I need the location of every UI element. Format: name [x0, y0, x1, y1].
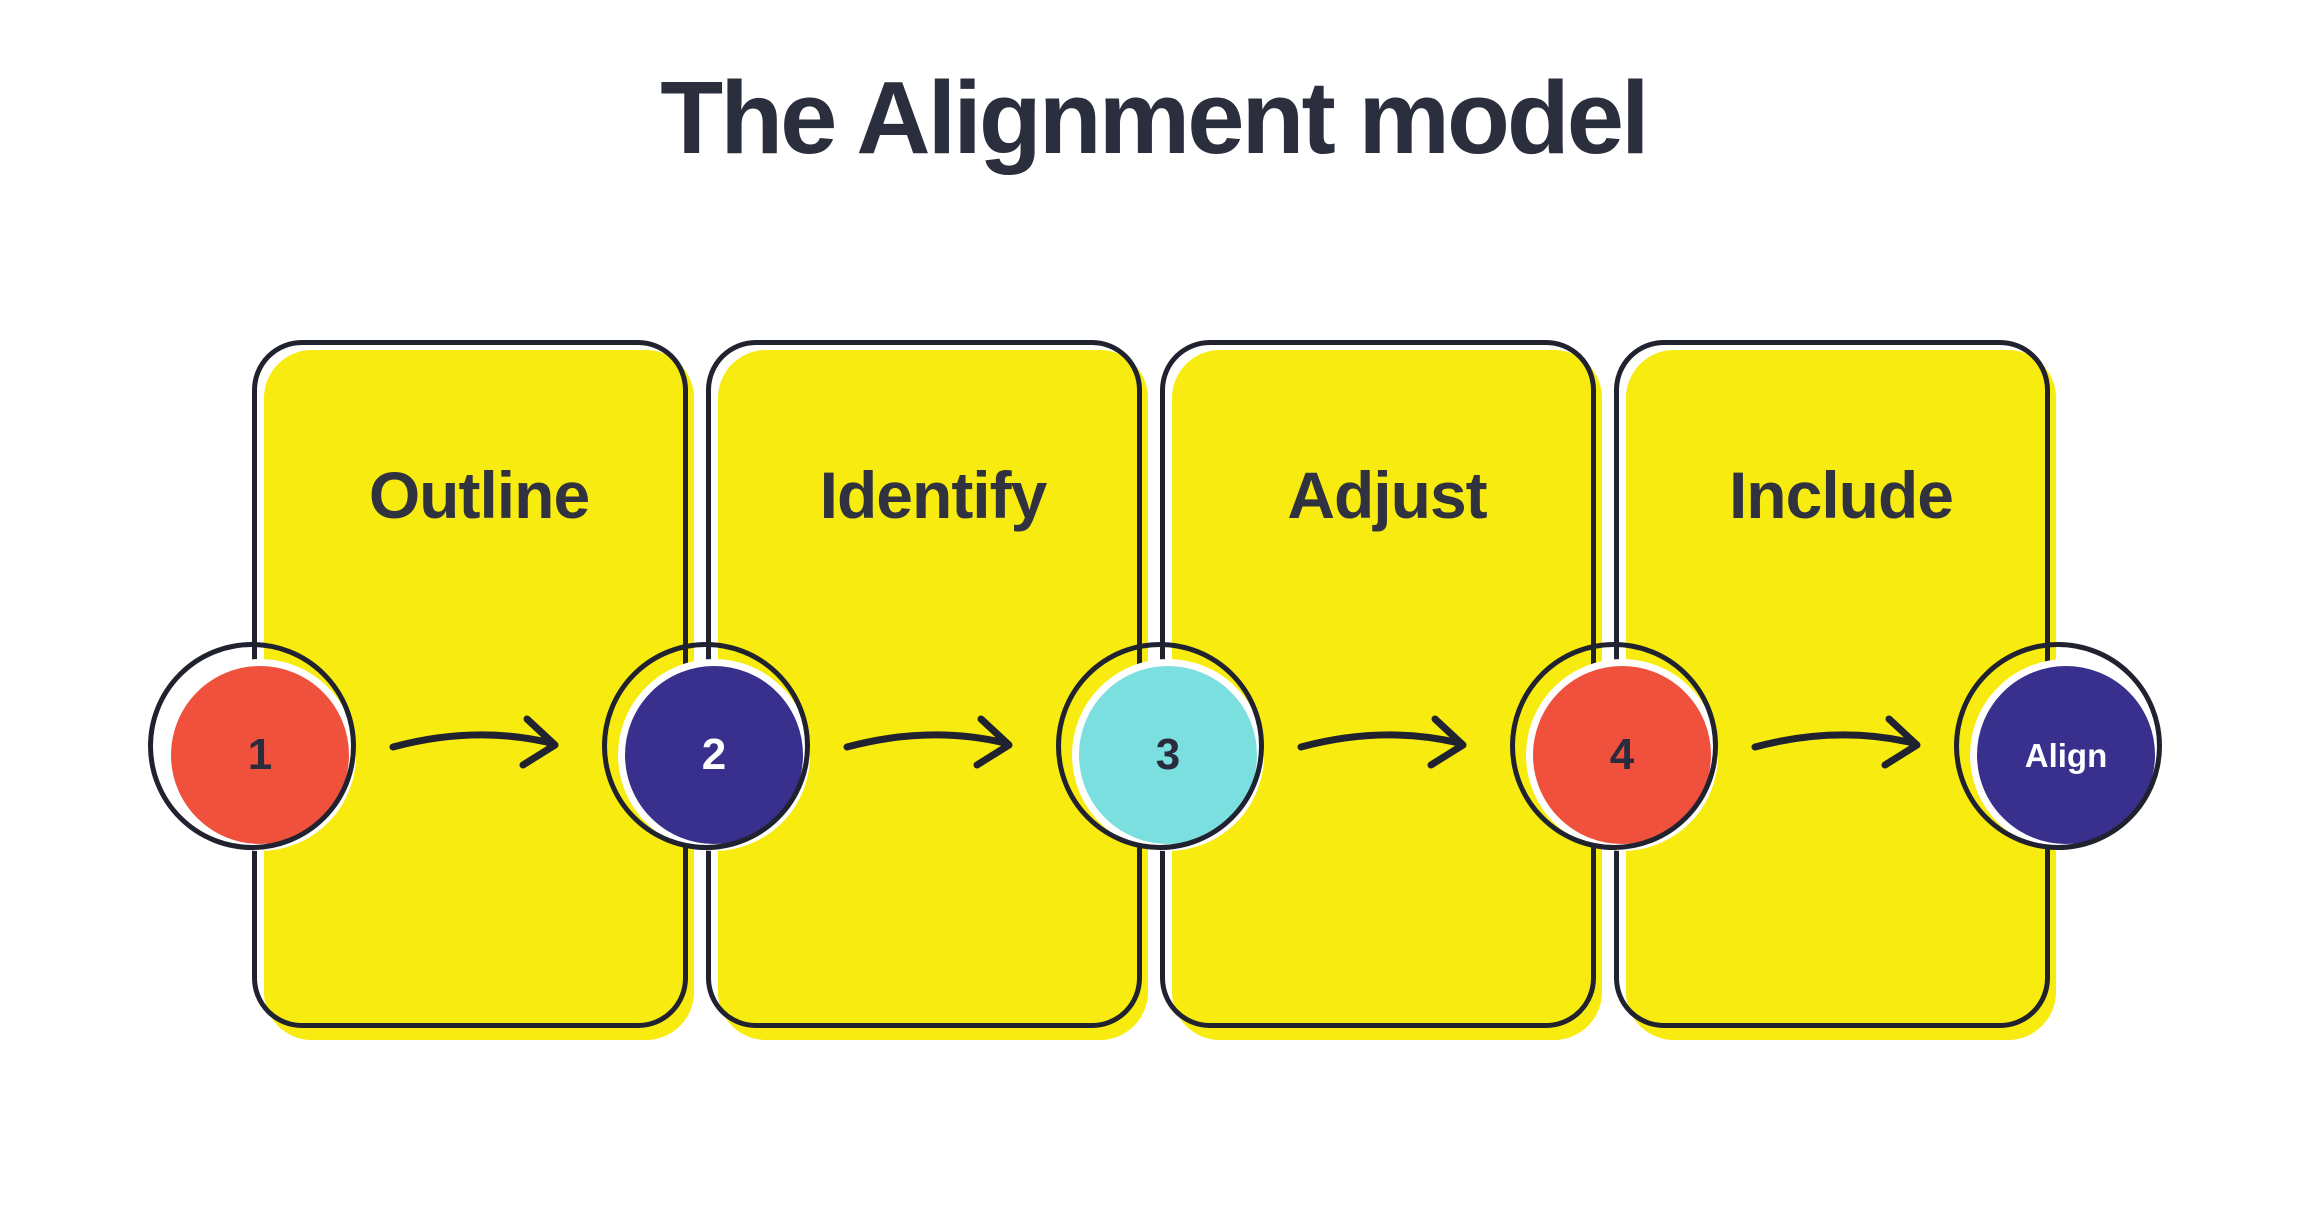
- step-circle-1: 1: [148, 642, 356, 851]
- card-label: Adjust: [1287, 458, 1487, 532]
- card-label: Include: [1728, 458, 1954, 532]
- step-circle-4: 4: [1510, 642, 1718, 851]
- circle-outline: [602, 642, 810, 850]
- step-circle-align: Align: [1954, 642, 2162, 851]
- step-circle-3: 3: [1056, 642, 1264, 851]
- circle-outline: [1510, 642, 1718, 850]
- diagram-title: The Alignment model: [660, 60, 1649, 175]
- card-label: Identify: [819, 458, 1048, 532]
- circle-outline: [1056, 642, 1264, 850]
- circle-outline: [148, 642, 356, 850]
- step-circle-2: 2: [602, 642, 810, 851]
- card-label: Outline: [368, 458, 590, 532]
- circle-outline: [1954, 642, 2162, 850]
